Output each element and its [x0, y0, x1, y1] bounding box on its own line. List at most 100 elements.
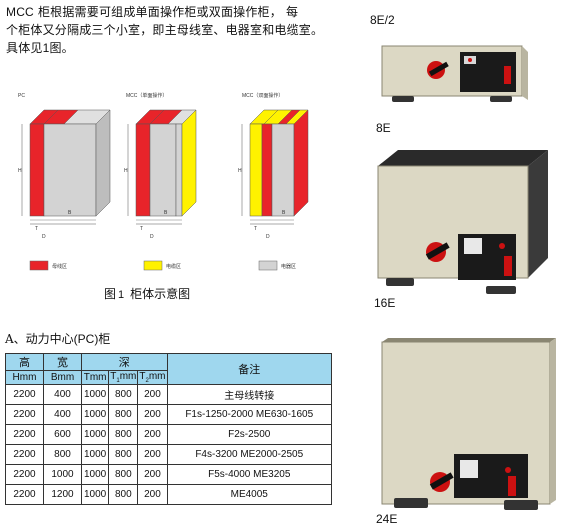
cell-h: 2200 [5, 404, 44, 425]
cell-t2: 200 [137, 464, 168, 485]
pc-cabinet-drawing [21, 109, 111, 225]
cell-b: 400 [43, 384, 82, 405]
cell-b: 800 [43, 444, 82, 465]
cell-t1: 800 [108, 384, 139, 405]
cell-t: 1000 [80, 384, 110, 405]
legend-label-busbar: 母线区 [52, 263, 67, 270]
ammeter [464, 238, 482, 254]
ammeter [460, 460, 478, 478]
figure-caption-number: 1 [118, 289, 125, 301]
cell-note: 主母线转接 [166, 384, 332, 405]
diagram-title-mcc-single: MCC（单面操作） [126, 92, 167, 99]
header-tmm: Tmm [80, 370, 110, 385]
legend-swatch-busbar [29, 260, 49, 271]
header-t2-letter: T [139, 371, 146, 382]
header-hmm: Hmm [5, 370, 44, 385]
product-label-24e: 24E [376, 512, 398, 526]
cell-note: F4s-3200 ME2000-2505 [166, 444, 332, 465]
cell-b: 1200 [43, 484, 82, 505]
cell-h: 2200 [5, 424, 44, 445]
intro-line-3b: 图。 [49, 41, 74, 55]
dim-label-d-3: D [266, 234, 270, 240]
drawer-16e-photo [381, 338, 556, 510]
intro-paragraph: MCC 柜根据需要可组成单面操作柜或双面操作柜， 每 个柜体又分隔成三个小室，即… [6, 3, 328, 57]
indicator-lamp [499, 243, 505, 249]
dim-label-h-2: H [124, 168, 128, 174]
section-title-prefix: A、动力中心 [5, 332, 74, 346]
mcc-double-cabinet-drawing [241, 109, 309, 225]
table-header-row-2: Hmm Bmm Tmm T1mm T2mm [5, 370, 332, 385]
legend-swatch-device [258, 260, 278, 271]
cell-t1: 800 [108, 424, 139, 445]
cell-t: 1000 [80, 404, 110, 425]
section-title-suffix: 柜 [98, 332, 111, 346]
figure-caption-text: 柜体示意图 [130, 287, 191, 301]
dim-label-h-1: H [18, 168, 22, 174]
legend-swatch-cable [143, 260, 163, 271]
legend-label-device: 电器区 [281, 263, 296, 270]
intro-line-1: 柜根据需要可组成单面操作柜或双面操作柜， 每 [33, 5, 299, 19]
cell-t: 1000 [80, 444, 110, 465]
header-t2-unit: mm [148, 371, 166, 382]
drawer-8e-photo [377, 150, 548, 294]
intro-line-3a: 具体见 [6, 41, 43, 55]
dim-label-d-1: D [42, 234, 46, 240]
cell-t: 1000 [80, 464, 110, 485]
cell-t: 1000 [80, 484, 110, 505]
table-header-row-1: 高 宽 深 备注 [5, 353, 332, 385]
header-t1-letter: T [110, 371, 117, 382]
cell-t2: 200 [137, 424, 168, 445]
drawer-8e2-photo [381, 45, 528, 102]
left-pull-handle [394, 498, 428, 508]
product-label-8e2: 8E/2 [370, 13, 395, 27]
section-title: A、动力中心(PC)柜 [5, 330, 110, 347]
right-pull-handle [486, 286, 516, 294]
intro-line-2: 个柜体又分隔成三个小室，即主母线室、电器室和电缆室。 [6, 23, 324, 37]
diagram-title-pc: PC [18, 93, 25, 99]
figure-caption-prefix: 图 [104, 287, 117, 301]
mcc-term: MCC [6, 5, 34, 19]
cell-b: 600 [43, 424, 82, 445]
header-depth: 深 [81, 353, 168, 371]
dim-label-t-3: T [254, 226, 257, 232]
dim-label-b-3: B [282, 210, 286, 216]
cell-t1: 800 [108, 484, 139, 505]
cell-b: 1000 [43, 464, 82, 485]
indicator-lamp [468, 58, 472, 62]
dim-label-d-2: D [150, 234, 154, 240]
cabinet-diagram: PC MCC（单面操作） MCC（双面操作） [18, 92, 309, 271]
red-handle [508, 476, 516, 496]
left-pull-handle [392, 96, 414, 102]
cell-t2: 200 [137, 384, 168, 405]
cell-t1: 800 [108, 444, 139, 465]
cell-note: ME4005 [166, 484, 332, 505]
header-height: 高 [5, 353, 44, 371]
cell-t2: 200 [137, 484, 168, 505]
cell-h: 2200 [5, 444, 44, 465]
red-handle [504, 66, 511, 84]
header-t1-unit: mm [119, 371, 137, 382]
header-t2mm: T2mm [137, 370, 168, 385]
indicator-lamp [505, 467, 511, 473]
mcc-single-cabinet-drawing [127, 109, 197, 225]
header-width: 宽 [43, 353, 82, 371]
cell-t2: 200 [137, 444, 168, 465]
product-label-16e: 16E [374, 296, 396, 310]
dim-label-b-1: B [68, 210, 72, 216]
diagram-legend: 母线区 电缆区 电器区 [29, 260, 296, 271]
legend-label-cable: 电缆区 [166, 263, 181, 270]
cell-t2: 200 [137, 404, 168, 425]
cell-t: 1000 [80, 424, 110, 445]
cell-t1: 800 [108, 464, 139, 485]
header-notes: 备注 [166, 353, 332, 385]
red-handle [504, 256, 512, 276]
product-label-8e: 8E [376, 121, 391, 135]
header-t2-sub: 2 [145, 378, 149, 384]
